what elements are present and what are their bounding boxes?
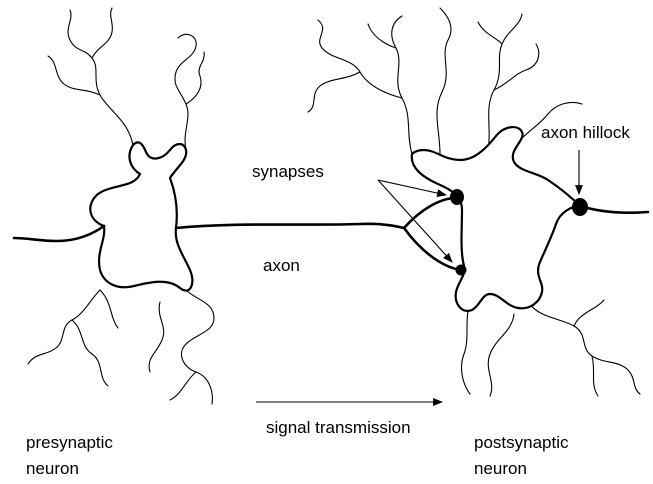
postsynaptic-label-line1: postsynaptic	[474, 433, 569, 452]
axon	[176, 198, 460, 270]
synapses-label: synapses	[252, 162, 324, 181]
signal-transmission-label: signal transmission	[266, 418, 411, 437]
axon-hillock-knob	[572, 198, 588, 216]
incoming-axon	[14, 226, 104, 241]
presynaptic-dendrites-bottom	[28, 290, 214, 404]
postsynaptic-cell-body	[412, 127, 580, 311]
postsynaptic-label-line2: neuron	[474, 459, 527, 478]
synapse-knob-lower	[456, 265, 467, 276]
presynaptic-neuron	[14, 8, 214, 404]
axon-label: axon	[263, 256, 300, 275]
presynaptic-label-line1: presynaptic	[26, 433, 113, 452]
presynaptic-cell-body	[90, 142, 192, 290]
postsynaptic-dendrites-bottom	[462, 300, 640, 396]
synapses-arrow-lower	[378, 180, 452, 262]
outgoing-axon	[580, 206, 648, 213]
presynaptic-label-line2: neuron	[26, 459, 79, 478]
synapse-knob-upper	[450, 189, 464, 205]
presynaptic-dendrites-top	[48, 8, 204, 150]
axon-hillock-label: axon hillock	[541, 123, 630, 142]
postsynaptic-neuron	[308, 8, 648, 396]
